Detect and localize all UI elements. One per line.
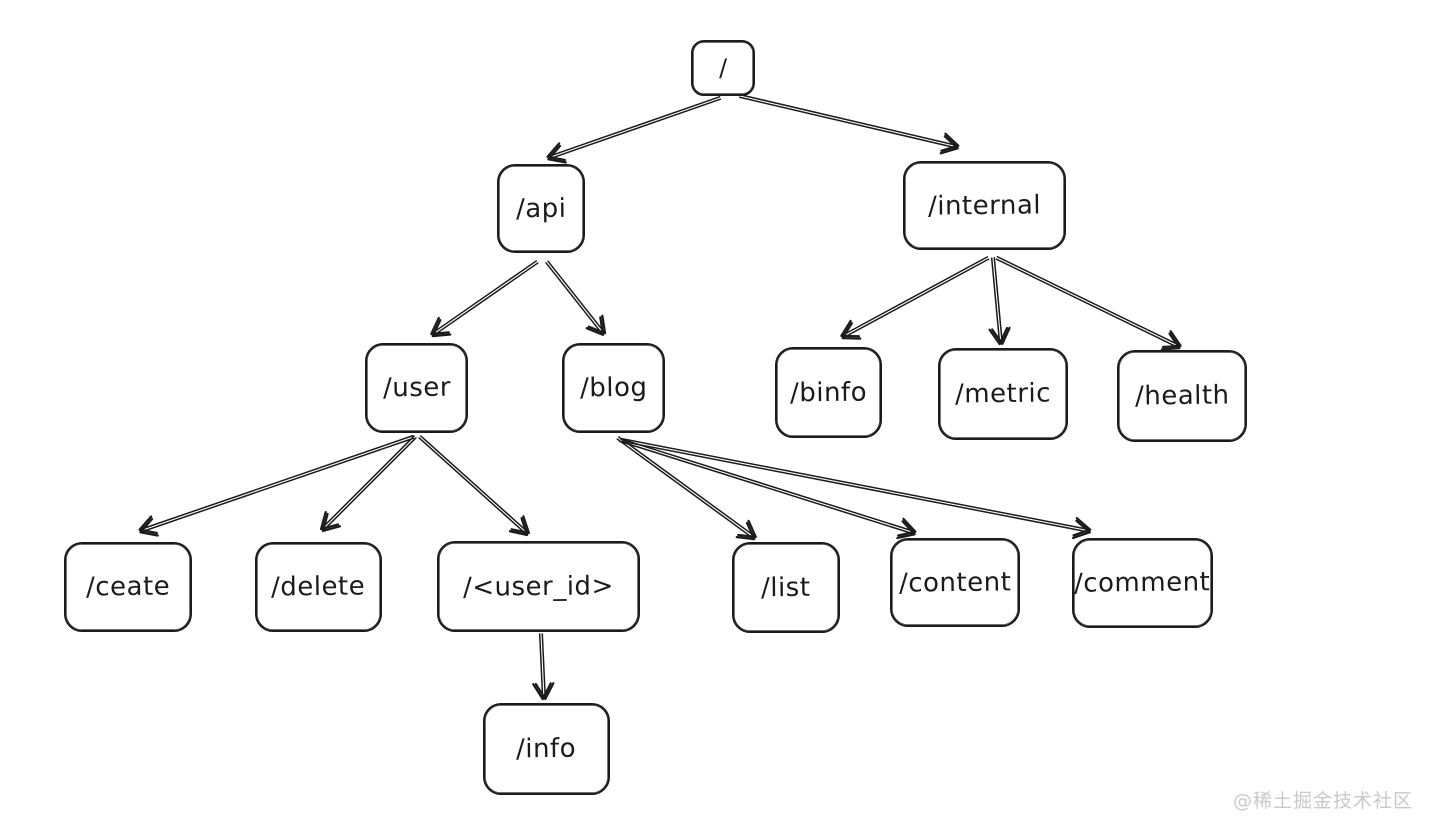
node-blog: /blog [562, 343, 665, 433]
edge-user_id-info-sketch [534, 633, 555, 701]
node-info: /info [483, 703, 610, 795]
node-binfo-label: /binfo [789, 377, 868, 408]
edge-internal-health [995, 258, 1181, 351]
edge-internal-health-sketch [996, 256, 1182, 349]
edge-root-api-sketch [547, 98, 722, 164]
edge-blog-content [618, 440, 916, 540]
node-list: /list [732, 542, 840, 633]
edge-user-user_id [418, 437, 529, 537]
edge-root-internal [738, 96, 959, 155]
edge-blog-list [616, 438, 756, 541]
edge-internal-binfo [840, 256, 989, 338]
node-delete-label: /delete [271, 571, 366, 603]
edge-api-blog [545, 262, 605, 336]
node-info-label: /info [516, 733, 577, 765]
node-ceate-label: /ceate [85, 571, 171, 603]
edge-user-ceate [138, 435, 414, 535]
edge-internal-metric-sketch [991, 257, 1011, 346]
node-metric-label: /metric [954, 378, 1052, 410]
node-api-label: /api [515, 193, 567, 224]
node-binfo: /binfo [775, 347, 882, 438]
node-user-id: /<user_id> [437, 541, 640, 632]
edge-blog-comment-sketch [621, 437, 1092, 537]
node-internal-label: /internal [927, 189, 1042, 222]
node-blog-label: /blog [579, 372, 648, 404]
edge-api-user-sketch [431, 262, 539, 338]
node-comment: /comment [1072, 538, 1213, 628]
edge-blog-list-sketch [618, 436, 757, 539]
watermark: @稀土掘金技术社区 [1232, 790, 1413, 812]
node-health: /health [1117, 350, 1247, 442]
edge-blog-content-sketch [619, 438, 917, 537]
node-health-label: /health [1134, 380, 1230, 412]
edge-api-user [430, 260, 538, 336]
node-metric: /metric [938, 348, 1068, 440]
node-root: / [691, 40, 755, 96]
node-ceate: /ceate [64, 542, 192, 632]
node-comment-label: /comment [1074, 567, 1211, 599]
edge-internal-binfo-sketch [841, 258, 990, 340]
edge-internal-metric [988, 257, 1009, 346]
edge-user_id-info [532, 633, 552, 701]
edge-user-delete [319, 435, 415, 531]
node-root-label: / [718, 53, 728, 83]
node-delete: /delete [255, 542, 382, 632]
edge-user-delete-sketch [321, 437, 417, 533]
node-user: /user [365, 343, 468, 433]
edge-user-ceate-sketch [139, 437, 415, 537]
node-list-label: /list [761, 572, 811, 603]
node-content: /content [890, 538, 1020, 627]
node-user-id-label: /<user_id> [462, 570, 615, 603]
node-internal: /internal [903, 161, 1066, 250]
edge-user-user_id-sketch [420, 435, 531, 535]
node-user-label: /user [382, 372, 451, 404]
edge-root-internal-sketch [739, 93, 960, 152]
edge-blog-comment [621, 440, 1091, 540]
edge-root-api [546, 96, 721, 162]
edge-api-blog-sketch [547, 260, 607, 335]
node-content-label: /content [898, 566, 1012, 599]
node-api: /api [497, 164, 585, 253]
